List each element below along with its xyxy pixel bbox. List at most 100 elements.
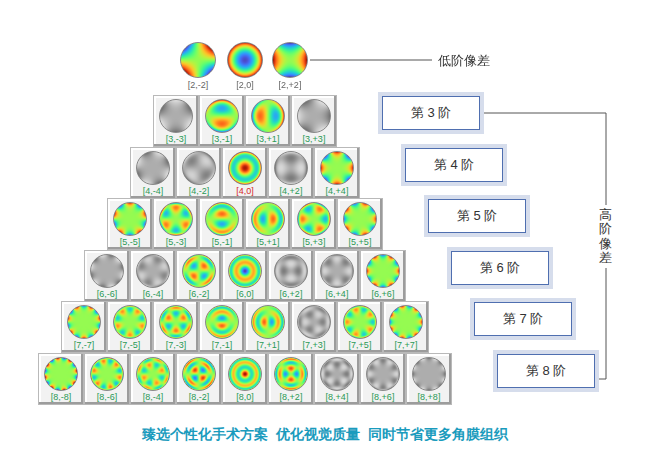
zernike-tile: [6,-2] — [176, 250, 222, 302]
zernike-map — [228, 151, 262, 185]
zernike-tile: [5,+5] — [337, 198, 383, 250]
zernike-map — [113, 305, 147, 339]
zernike-map — [182, 357, 216, 391]
term-label: [7,+5] — [338, 340, 382, 350]
term-label: [5,+1] — [246, 237, 290, 247]
zernike-map — [274, 151, 308, 185]
zernike-map — [297, 202, 331, 236]
term-label: [6,0] — [223, 289, 267, 299]
term-label: [4,+4] — [315, 186, 359, 196]
zernike-map — [228, 357, 262, 391]
zernike-tile: [7,-7] — [61, 301, 107, 353]
zernike-map — [90, 357, 124, 391]
zernike-map — [343, 305, 377, 339]
term-label: [8,+6] — [361, 392, 405, 402]
zernike-map — [205, 305, 239, 339]
term-label: [6,+6] — [361, 289, 405, 299]
zernike-tile: [7,+5] — [337, 301, 383, 353]
order-label: 第 4 阶 — [434, 156, 474, 174]
zernike-tile: [7,-1] — [199, 301, 245, 353]
caption: 臻选个性化手术方案 优化视觉质量 同时节省更多角膜组织 — [142, 426, 508, 444]
zernike-tile: [4,+2] — [268, 147, 314, 199]
zernike-map — [366, 357, 400, 391]
zernike-map — [180, 42, 216, 78]
zernike-tile: [7,+1] — [245, 301, 291, 353]
zernike-tile: [8,-8] — [38, 353, 84, 405]
group-label: 低阶像差 — [438, 52, 490, 70]
term-label: [7,-5] — [108, 340, 152, 350]
zernike-map — [44, 357, 78, 391]
term-label: [2,0] — [236, 80, 254, 90]
term-label: [7,-7] — [62, 340, 106, 350]
zernike-tile: [8,-6] — [84, 353, 130, 405]
order-label: 第 6 阶 — [480, 259, 520, 277]
term-label: [7,-3] — [154, 340, 198, 350]
zernike-tile: [7,-3] — [153, 301, 199, 353]
term-label: [8,-2] — [177, 392, 221, 402]
zernike-map — [343, 202, 377, 236]
term-label: [7,-1] — [200, 340, 244, 350]
term-label: [3,-1] — [200, 134, 244, 144]
zernike-tile: [4,-2] — [176, 147, 222, 199]
zernike-map — [251, 99, 285, 133]
zernike-tile: [7,+7] — [383, 301, 429, 353]
zernike-map — [227, 42, 263, 78]
zernike-tile: [7,+3] — [291, 301, 337, 353]
zernike-map — [205, 202, 239, 236]
order-box: 第 5 阶 — [428, 199, 526, 233]
zernike-tile: [6,+6] — [360, 250, 406, 302]
term-label: [6,-6] — [85, 289, 129, 299]
term-label: [3,+1] — [246, 134, 290, 144]
zernike-map — [272, 42, 308, 78]
zernike-tile: [8,0] — [222, 353, 268, 405]
zernike-map — [366, 254, 400, 288]
zernike-tile: [5,+1] — [245, 198, 291, 250]
term-label: [4,-4] — [131, 186, 175, 196]
zernike-tile: [8,-4] — [130, 353, 176, 405]
term-label: [5,-5] — [108, 237, 152, 247]
zernike-tile: [8,+4] — [314, 353, 360, 405]
zernike-tile: [3,+3] — [291, 95, 337, 147]
term-label: [8,0] — [223, 392, 267, 402]
zernike-map — [297, 99, 331, 133]
zernike-map — [251, 305, 285, 339]
term-label: [7,+3] — [292, 340, 336, 350]
term-label: [8,+2] — [269, 392, 313, 402]
zernike-map — [90, 254, 124, 288]
term-label: [8,-4] — [131, 392, 175, 402]
term-label: [8,-6] — [85, 392, 129, 402]
zernike-tile: [5,+3] — [291, 198, 337, 250]
term-label: [3,-3] — [154, 134, 198, 144]
order-box: 第 4 阶 — [405, 148, 503, 182]
zernike-map — [182, 151, 216, 185]
zernike-tile: [3,-3] — [153, 95, 199, 147]
order-label: 第 7 阶 — [503, 310, 543, 328]
term-label: [7,+7] — [384, 340, 428, 350]
zernike-tile: [4,0] — [222, 147, 268, 199]
zernike-map — [205, 99, 239, 133]
term-label: [5,-3] — [154, 237, 198, 247]
zernike-tile: [4,-4] — [130, 147, 176, 199]
term-label: [7,+1] — [246, 340, 290, 350]
zernike-map — [274, 357, 308, 391]
order-box: 第 6 阶 — [451, 251, 549, 285]
zernike-map — [182, 254, 216, 288]
zernike-tile: [8,+8] — [406, 353, 452, 405]
order-box: 第 3 阶 — [382, 96, 480, 130]
zernike-map — [136, 254, 170, 288]
zernike-tile: [5,-1] — [199, 198, 245, 250]
zernike-map — [389, 305, 423, 339]
zernike-tile: [6,-4] — [130, 250, 176, 302]
zernike-map — [67, 305, 101, 339]
zernike-tile: [4,+4] — [314, 147, 360, 199]
order-box: 第 7 阶 — [474, 302, 572, 336]
zernike-map — [228, 254, 262, 288]
order-box: 第 8 阶 — [497, 354, 595, 388]
zernike-map — [113, 202, 147, 236]
zernike-tile: [5,-5] — [107, 198, 153, 250]
zernike-map — [159, 202, 193, 236]
zernike-tile: [5,-3] — [153, 198, 199, 250]
leader-line — [310, 60, 432, 61]
term-label: [8,-8] — [39, 392, 83, 402]
term-label: [6,-2] — [177, 289, 221, 299]
